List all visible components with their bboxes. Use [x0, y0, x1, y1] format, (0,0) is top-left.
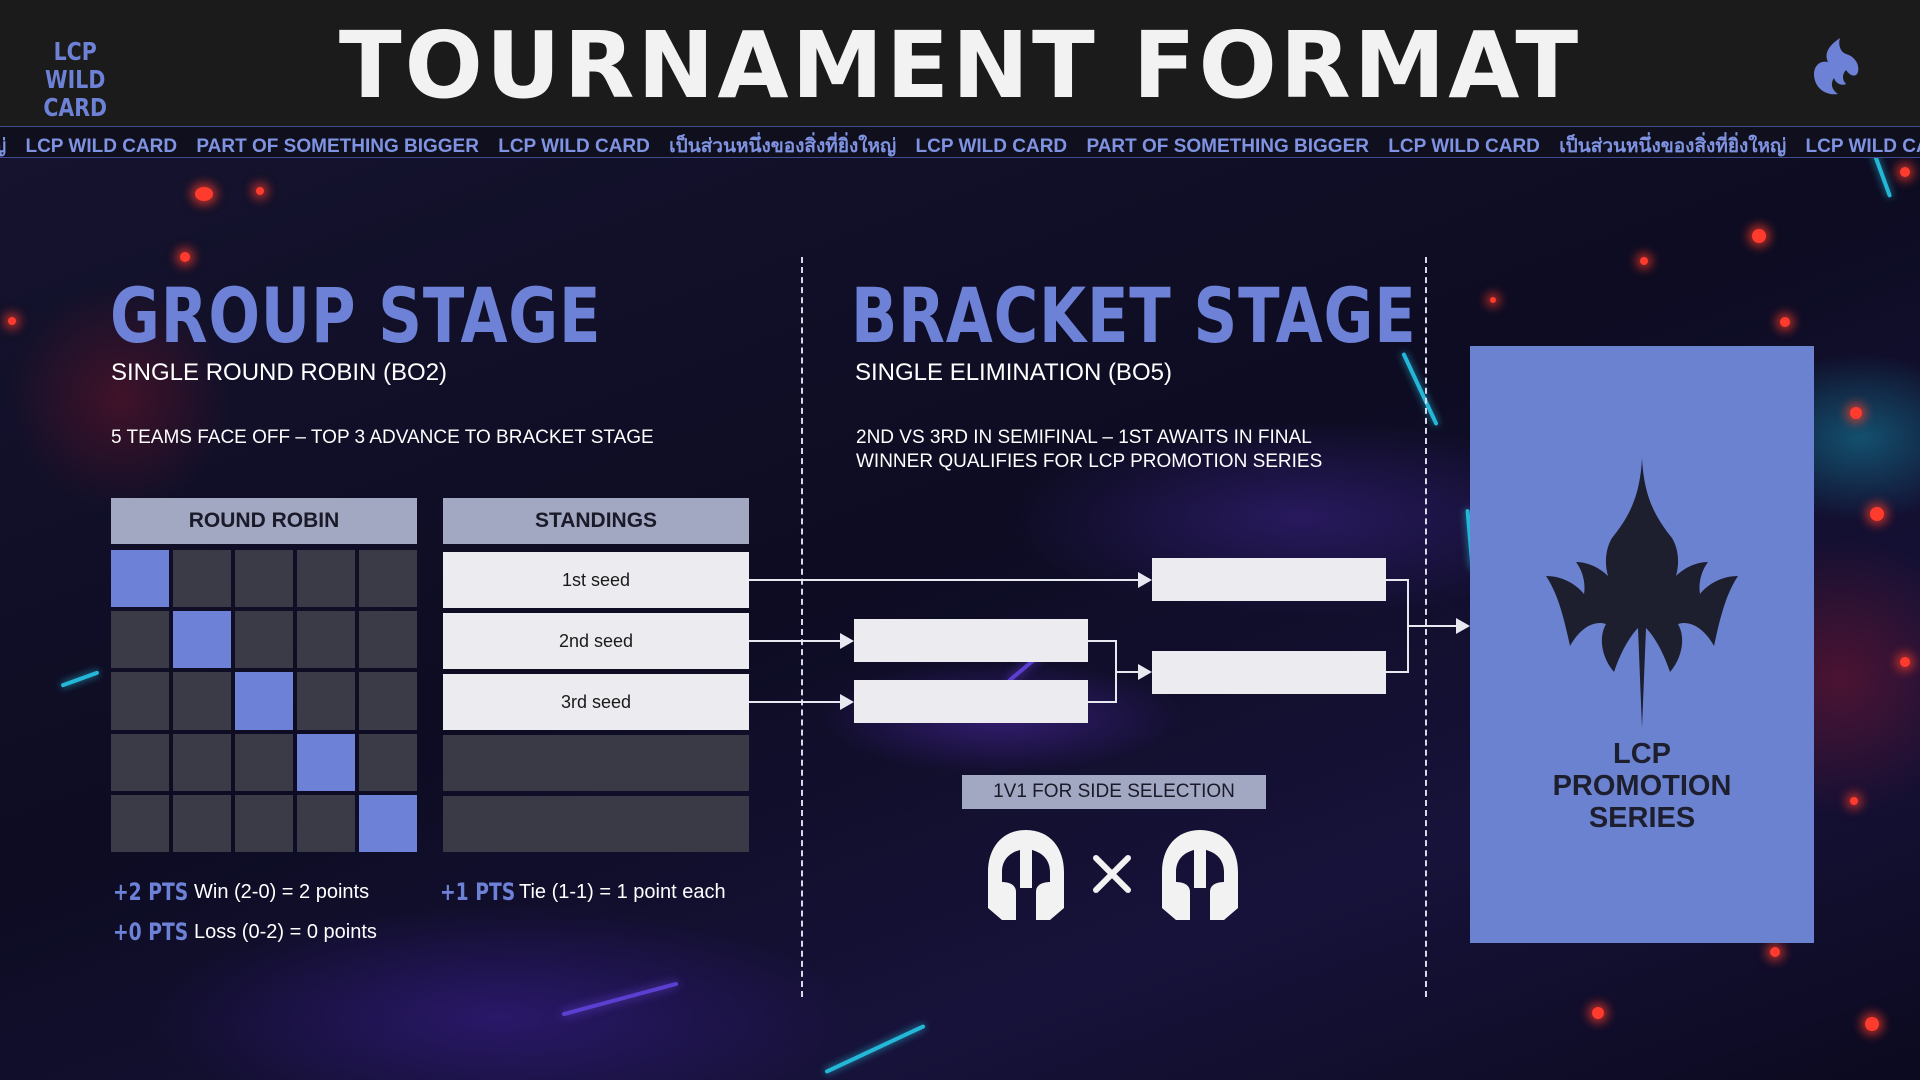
round-robin-grid	[111, 550, 417, 852]
grid-cell	[297, 550, 355, 608]
grid-cell	[111, 611, 169, 669]
bracket-stage-subtitle: SINGLE ELIMINATION (BO5)	[855, 359, 1172, 386]
final-slot-top	[1152, 558, 1386, 601]
grid-cell	[235, 550, 293, 608]
bracket-stage-title: BRACKET STAGE	[851, 271, 1417, 360]
grid-cell	[111, 733, 169, 791]
grid-cell	[359, 794, 417, 852]
points-label-win: +2 PTS	[113, 878, 189, 906]
grid-cell	[173, 733, 231, 791]
grid-cell	[235, 611, 293, 669]
grid-cell	[297, 733, 355, 791]
grid-cell	[173, 611, 231, 669]
group-stage-title: GROUP STAGE	[110, 271, 602, 360]
grid-cell	[235, 672, 293, 730]
seed-empty	[443, 735, 749, 791]
grid-cell	[111, 672, 169, 730]
standings-header: STANDINGS	[443, 498, 749, 544]
grid-cell	[359, 733, 417, 791]
seed-empty	[443, 796, 749, 852]
grid-cell	[235, 794, 293, 852]
group-stage-description: 5 TEAMS FACE OFF – TOP 3 ADVANCE TO BRAC…	[111, 427, 654, 448]
ticker-item: PART OF SOMETHING BIGGER	[196, 136, 479, 157]
grid-cell	[297, 672, 355, 730]
ticker-item: LCP WILD CARD	[1388, 136, 1540, 157]
points-label-tie: +1 PTS	[440, 878, 516, 906]
grid-cell	[297, 794, 355, 852]
promotion-series-card: LCP PROMOTION SERIES	[1470, 346, 1814, 943]
crossed-swords-icon	[1093, 855, 1131, 893]
grid-cell	[173, 672, 231, 730]
helmet-icon	[1162, 830, 1238, 920]
bracket-description-line2: WINNER QUALIFIES FOR LCP PROMOTION SERIE…	[856, 451, 1323, 472]
semifinal-slot-top	[854, 619, 1088, 662]
final-slot-bottom	[1152, 651, 1386, 694]
flame-icon	[1814, 38, 1859, 95]
crown-crest-icon	[1546, 458, 1738, 728]
grid-cell	[235, 733, 293, 791]
grid-cell	[359, 550, 417, 608]
ticker-item: LCP WILD CARD	[25, 136, 178, 157]
semifinal-slot-bottom	[854, 680, 1088, 723]
points-label-loss: +0 PTS	[113, 918, 189, 946]
points-text-loss: Loss (0-2) = 0 points	[194, 921, 377, 943]
ticker-item: LCP WILD CARD	[498, 136, 650, 157]
ticker-item: PART OF SOMETHING BIGGER	[1086, 136, 1369, 157]
promotion-series-text: LCP PROMOTION SERIES	[1552, 738, 1732, 834]
bracket-description-line1: 2ND VS 3RD IN SEMIFINAL – 1ST AWAITS IN …	[856, 427, 1312, 448]
ticker-item: ญ่	[0, 136, 6, 157]
ticker-banner: ญ่ LCP WILD CARD PART OF SOMETHING BIGGE…	[0, 126, 1920, 158]
lcp-wild-card-logo: LCP WILD CARD	[43, 37, 108, 122]
grid-cell	[359, 611, 417, 669]
divider-left	[801, 257, 803, 997]
seed-1: 1st seed	[443, 552, 749, 608]
side-selection-label: 1V1 FOR SIDE SELECTION	[962, 775, 1266, 809]
grid-cell	[173, 550, 231, 608]
ticker-item: เป็นส่วนหนึ่งของสิ่งที่ยิ่งใหญ่	[1559, 136, 1787, 157]
ticker-item: LCP WILD CARD	[915, 136, 1068, 157]
grid-cell	[297, 611, 355, 669]
header-bar: LCP WILD CARD TOURNAMENT FORMAT	[0, 0, 1920, 126]
seed-2: 2nd seed	[443, 613, 749, 669]
seed-3: 3rd seed	[443, 674, 749, 730]
grid-cell	[111, 794, 169, 852]
ticker-item: เป็นส่วนหนึ่งของสิ่งที่ยิ่งใหญ่	[669, 136, 897, 157]
grid-cell	[173, 794, 231, 852]
round-robin-header: ROUND ROBIN	[111, 498, 417, 544]
points-text-tie: Tie (1-1) = 1 point each	[519, 881, 726, 903]
helmet-icon	[988, 830, 1064, 920]
grid-cell	[111, 550, 169, 608]
page-title: TOURNAMENT FORMAT	[338, 12, 1582, 119]
ticker-item: LCP WILD CA	[1805, 136, 1920, 157]
grid-cell	[359, 672, 417, 730]
points-text-win: Win (2-0) = 2 points	[194, 881, 370, 903]
group-stage-subtitle: SINGLE ROUND ROBIN (BO2)	[111, 359, 448, 386]
